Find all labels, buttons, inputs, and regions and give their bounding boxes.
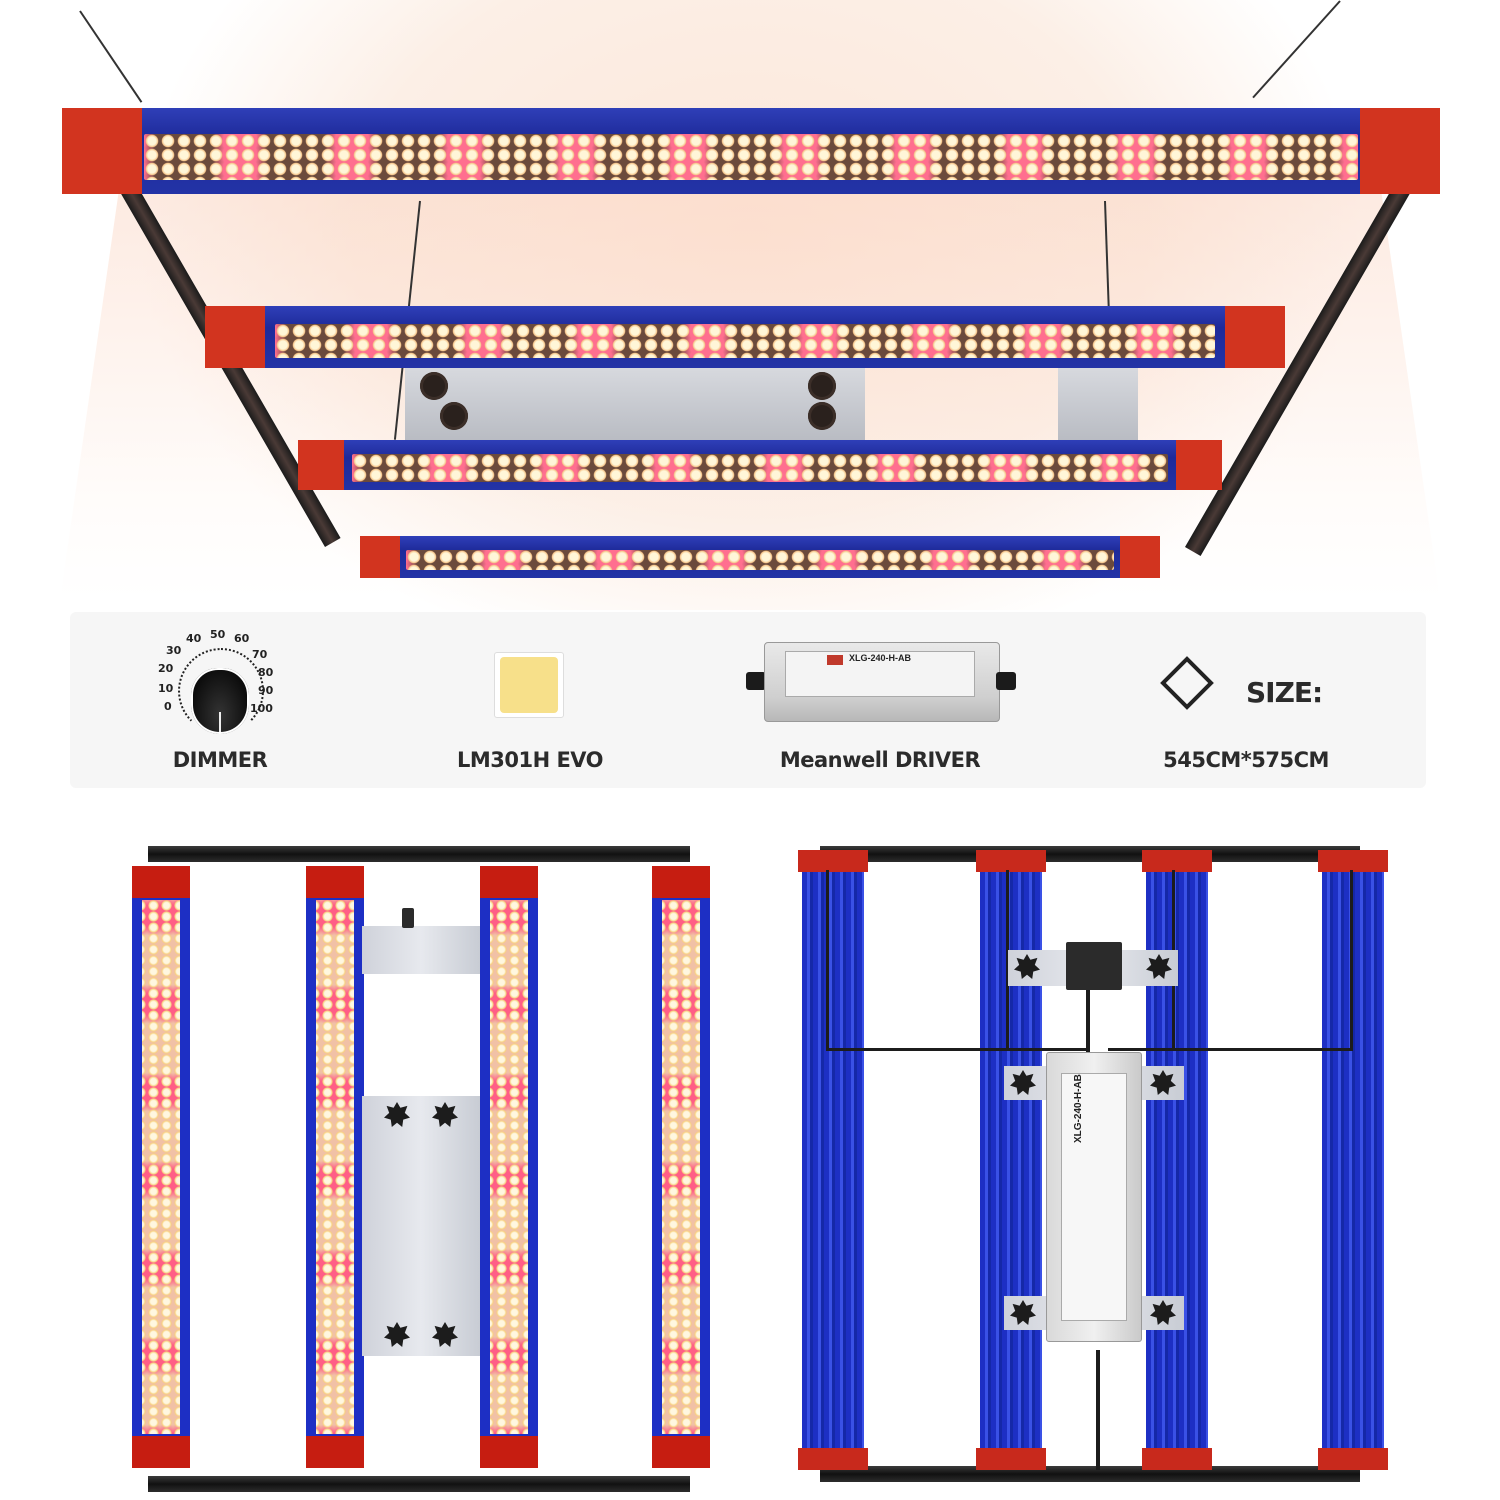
front-light-bar-3[interactable]: [480, 866, 538, 1468]
frame-bar-top: [820, 846, 1360, 862]
feature-label: DIMMER: [172, 748, 268, 772]
back-light-bar-4[interactable]: [1318, 850, 1388, 1470]
driver-model: XLG-240-H-AB: [849, 653, 912, 663]
back-view: XLG-240-H-AB: [790, 830, 1390, 1490]
knob-icon: [191, 668, 249, 734]
dimmer-knob-icon: 0 10 20 30 40 50 60 70 80 90 100: [156, 626, 286, 736]
led-chip-icon: [494, 652, 564, 718]
knob-icon: [808, 372, 836, 400]
mount-plate: [362, 1096, 480, 1356]
feature-led: LM301H EVO: [70, 612, 670, 788]
light-bar-1[interactable]: [62, 108, 1440, 194]
front-light-bar-4[interactable]: [652, 866, 710, 1468]
light-bar-4[interactable]: [360, 536, 1160, 578]
driver-icon: XLG-240-H-AB: [746, 642, 1016, 722]
power-cable: [826, 1048, 1086, 1051]
power-cable: [1108, 1048, 1353, 1051]
features-strip: 0 10 20 30 40 50 60 70 80 90 100 DIMMER …: [70, 612, 1426, 788]
light-bar-2[interactable]: [205, 306, 1285, 368]
feature-driver: XLG-240-H-AB Meanwell DRIVER: [70, 612, 1070, 788]
hanging-wire: [79, 10, 143, 103]
dimmer-knob-icon[interactable]: [402, 908, 414, 928]
frame-bar-top: [148, 846, 690, 862]
driver-model: XLG-240-H-AB: [1073, 1074, 1084, 1143]
power-cable: [1350, 870, 1353, 1050]
dial-tick: 30: [166, 644, 182, 657]
feature-label: Meanwell DRIVER: [779, 748, 981, 772]
dial-tick: 100: [250, 702, 273, 715]
dimmer-plate: [362, 926, 480, 974]
driver-bracket: [1058, 365, 1138, 440]
power-cable: [1096, 1350, 1100, 1470]
dial-tick: 90: [258, 684, 274, 697]
junction-box: [1066, 942, 1122, 990]
power-cable: [826, 870, 829, 1050]
light-bar-3[interactable]: [298, 440, 1222, 490]
feature-label: 545CM*575CM: [1163, 748, 1329, 772]
dial-tick: 10: [158, 682, 174, 695]
dial-tick: 0: [164, 700, 172, 713]
back-light-bar-3[interactable]: [1142, 850, 1212, 1470]
dial-tick: 20: [158, 662, 174, 675]
hanging-wire: [1252, 0, 1341, 99]
size-title: SIZE:: [1246, 676, 1323, 709]
dial-tick: 60: [234, 632, 250, 645]
front-light-bar-2[interactable]: [306, 866, 364, 1468]
front-light-bar-1[interactable]: [132, 866, 190, 1468]
dial-tick: 50: [210, 628, 226, 641]
meanwell-logo-icon: [827, 655, 843, 665]
dimension-icon: [1150, 656, 1224, 728]
dial-tick: 80: [258, 666, 274, 679]
feature-dimmer: 0 10 20 30 40 50 60 70 80 90 100 DIMMER: [70, 612, 370, 788]
frame-bar-bottom: [820, 1466, 1360, 1482]
dial-tick: 40: [186, 632, 202, 645]
feature-label: LM301H EVO: [456, 748, 604, 772]
frame-bar-bottom: [148, 1476, 690, 1492]
dial-tick: 70: [252, 648, 268, 661]
back-light-bar-2[interactable]: [976, 850, 1046, 1470]
power-cable: [1006, 870, 1009, 1050]
back-light-bar-1[interactable]: [798, 850, 868, 1470]
front-view: [120, 830, 720, 1492]
driver-unit: XLG-240-H-AB: [1046, 1052, 1142, 1342]
knob-icon: [440, 402, 468, 430]
driver-bracket: [405, 365, 805, 440]
knob-icon: [420, 372, 448, 400]
knob-icon: [808, 402, 836, 430]
power-cable: [1086, 990, 1090, 1070]
hero-perspective-view: [0, 0, 1500, 610]
feature-size: SIZE: 545CM*575CM: [70, 612, 1426, 788]
